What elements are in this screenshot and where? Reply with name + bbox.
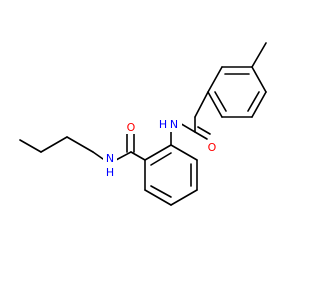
structure-diagram: O N H H N O xyxy=(19,42,267,206)
bond-butyl-2 xyxy=(40,136,68,153)
bond-n-carbonyl xyxy=(115,151,132,161)
tolyl-bond-6 xyxy=(207,91,223,118)
acetamide-nitrogen-label: N xyxy=(170,118,178,131)
ring-double-3 xyxy=(150,185,172,198)
bond-carbonyl-ring xyxy=(130,151,146,161)
acetamide-oxygen-label: O xyxy=(208,141,217,154)
ring-bond-4 xyxy=(170,189,198,206)
bond-butyl-3 xyxy=(66,136,94,153)
molecule-canvas: O N H H N O xyxy=(19,42,267,206)
ring-bond-5 xyxy=(144,189,172,206)
atom-labels: O N H H N O xyxy=(103,118,220,179)
ring-double-1 xyxy=(150,152,172,166)
tolyl-double-3 xyxy=(214,91,227,112)
tolyl-bond-1 xyxy=(207,66,223,93)
bond-butyl-1 xyxy=(19,139,42,153)
bond-acyl-o-1 xyxy=(194,131,208,140)
amide-hydrogen-label: H xyxy=(106,166,114,179)
ring-bond-1 xyxy=(144,144,172,161)
tolyl-bond-3 xyxy=(251,66,267,93)
acetamide-hydrogen-label: H xyxy=(159,118,167,131)
tolyl-bond-4 xyxy=(251,91,267,118)
amide-oxygen-label: O xyxy=(127,121,136,134)
tolyl-double-2 xyxy=(247,91,260,112)
bond-acyl-o-2 xyxy=(197,126,211,135)
amide-nitrogen-label: N xyxy=(106,152,114,165)
bond-butyl-n xyxy=(92,151,104,160)
bond-methyl xyxy=(251,42,267,68)
bond-ch2-ring xyxy=(194,91,209,118)
ring-bond-2 xyxy=(170,144,198,161)
bonds xyxy=(19,42,267,206)
